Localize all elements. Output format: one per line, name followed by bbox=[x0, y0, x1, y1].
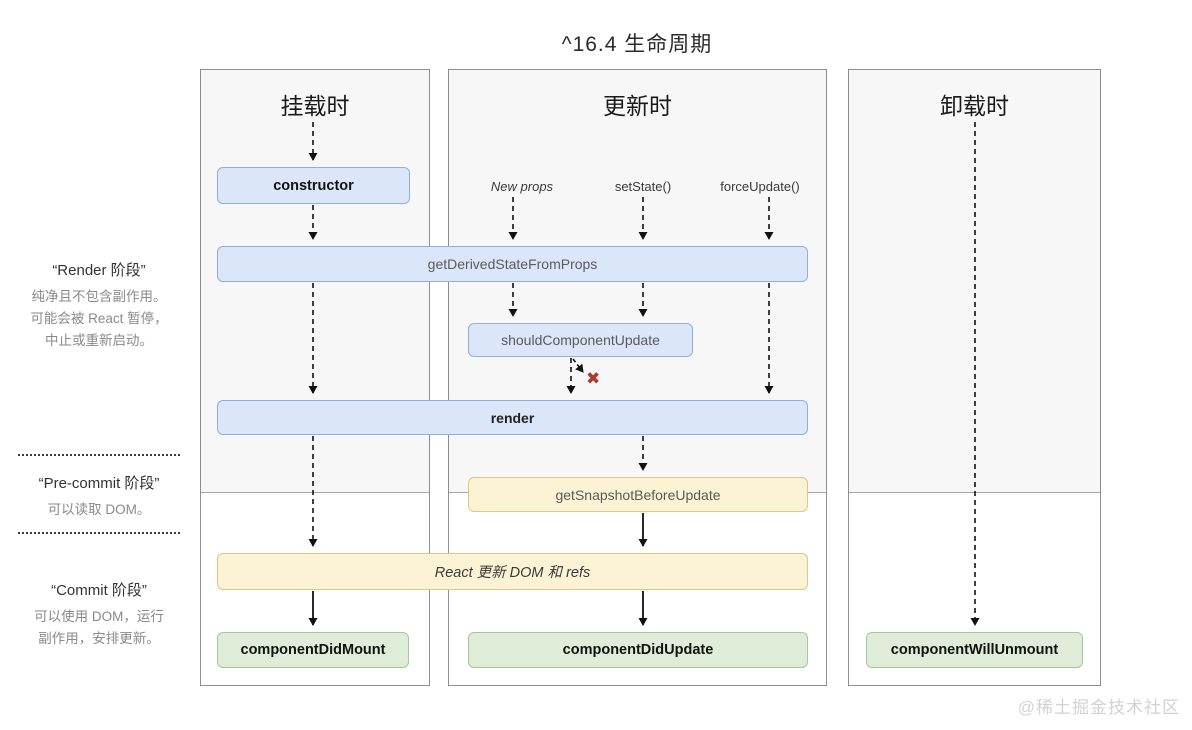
box-should-component-update: shouldComponentUpdate bbox=[468, 323, 693, 357]
column-header-updating: 更新时 bbox=[603, 93, 672, 119]
box-react-updates-dom: React 更新 DOM 和 refs bbox=[217, 553, 808, 590]
box-component-did-update: componentDidUpdate bbox=[468, 632, 808, 668]
box-constructor: constructor bbox=[217, 167, 410, 204]
phase-note-commit-line: 可以使用 DOM，运行 bbox=[34, 609, 164, 624]
panel-unmounting: 卸载时 bbox=[848, 69, 1101, 686]
phase-note-render: “Render 阶段” 纯净且不包含副作用。 可能会被 React 暂停， 中止… bbox=[8, 259, 190, 352]
panel-mounting: 挂载时 bbox=[200, 69, 430, 686]
phase-note-render-line: 纯净且不包含副作用。 bbox=[31, 289, 167, 304]
render-phase-region-unmounting bbox=[849, 70, 1100, 493]
phase-note-pre-commit-title: “Pre-commit 阶段” bbox=[38, 475, 160, 492]
phase-note-commit-title: “Commit 阶段” bbox=[51, 582, 147, 599]
trigger-new-props: New props bbox=[490, 179, 554, 194]
phase-note-pre-commit-line: 可以读取 DOM。 bbox=[47, 502, 151, 517]
phase-note-render-line: 可能会被 React 暂停， bbox=[30, 311, 168, 326]
phase-note-render-title: “Render 阶段” bbox=[52, 262, 146, 279]
box-get-derived-state-from-props: getDerivedStateFromProps bbox=[217, 246, 808, 282]
panel-updating: 更新时 bbox=[448, 69, 827, 686]
dotted-divider bbox=[18, 532, 180, 534]
box-render: render bbox=[217, 400, 808, 435]
phase-note-commit: “Commit 阶段” 可以使用 DOM，运行 副作用，安排更新。 bbox=[8, 579, 190, 650]
abort-x-icon: ✖ bbox=[586, 369, 601, 388]
phase-note-pre-commit: “Pre-commit 阶段” 可以读取 DOM。 bbox=[8, 472, 190, 521]
dotted-divider bbox=[18, 454, 180, 456]
column-header-mounting: 挂载时 bbox=[280, 93, 350, 119]
column-header-unmounting: 卸载时 bbox=[940, 93, 1009, 119]
trigger-set-state: setState() bbox=[614, 179, 672, 194]
phase-note-render-line: 中止或重新启动。 bbox=[45, 333, 153, 348]
phase-note-commit-line: 副作用，安排更新。 bbox=[38, 631, 160, 646]
box-component-will-unmount: componentWillUnmount bbox=[866, 632, 1083, 668]
watermark: @稀土掘金技术社区 bbox=[1017, 698, 1180, 717]
page-title: ^16.4 生命周期 bbox=[561, 33, 713, 56]
box-component-did-mount: componentDidMount bbox=[217, 632, 409, 668]
box-get-snapshot-before-update: getSnapshotBeforeUpdate bbox=[468, 477, 808, 512]
trigger-force-update: forceUpdate() bbox=[720, 179, 800, 194]
